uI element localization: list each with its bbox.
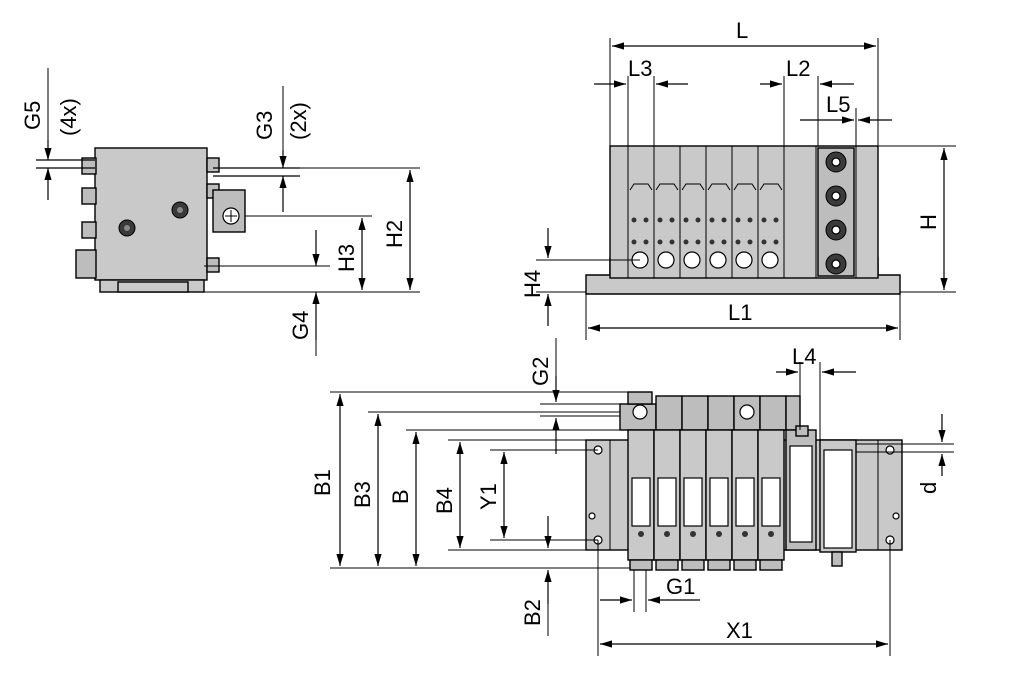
label-L3: L3 — [628, 56, 652, 81]
label-L: L — [736, 18, 748, 43]
label-B1: B1 — [310, 469, 335, 496]
label-G3: G3 — [252, 111, 277, 140]
label-H4: H4 — [520, 270, 545, 298]
label-L2: L2 — [786, 56, 810, 81]
label-H2: H2 — [382, 220, 407, 248]
label-B2: B2 — [520, 599, 545, 626]
label-Y1: Y1 — [476, 483, 501, 510]
label-L1: L1 — [728, 300, 752, 325]
label-G2: G2 — [528, 357, 553, 386]
side-view: G5 (4x) G3 (2x) H2 H3 G4 — [20, 68, 420, 356]
top-view: B1 B3 B B4 Y1 G2 B2 — [310, 338, 954, 656]
label-X1: X1 — [726, 618, 753, 643]
valve-symbols — [629, 183, 783, 191]
label-G5: G5 — [20, 101, 45, 130]
label-B: B — [388, 489, 413, 504]
label-B3: B3 — [350, 481, 375, 508]
label-d: d — [916, 482, 941, 494]
label-L4: L4 — [792, 344, 816, 369]
label-B4: B4 — [432, 487, 457, 514]
label-H3: H3 — [334, 244, 359, 272]
front-view: L L3 L2 L5 H H4 L1 — [520, 18, 956, 340]
label-L5: L5 — [826, 92, 850, 117]
label-G3-count: (2x) — [286, 102, 311, 140]
label-G4: G4 — [288, 311, 313, 340]
label-G5-count: (4x) — [56, 98, 81, 136]
label-G1: G1 — [666, 574, 695, 599]
label-H: H — [916, 214, 941, 230]
